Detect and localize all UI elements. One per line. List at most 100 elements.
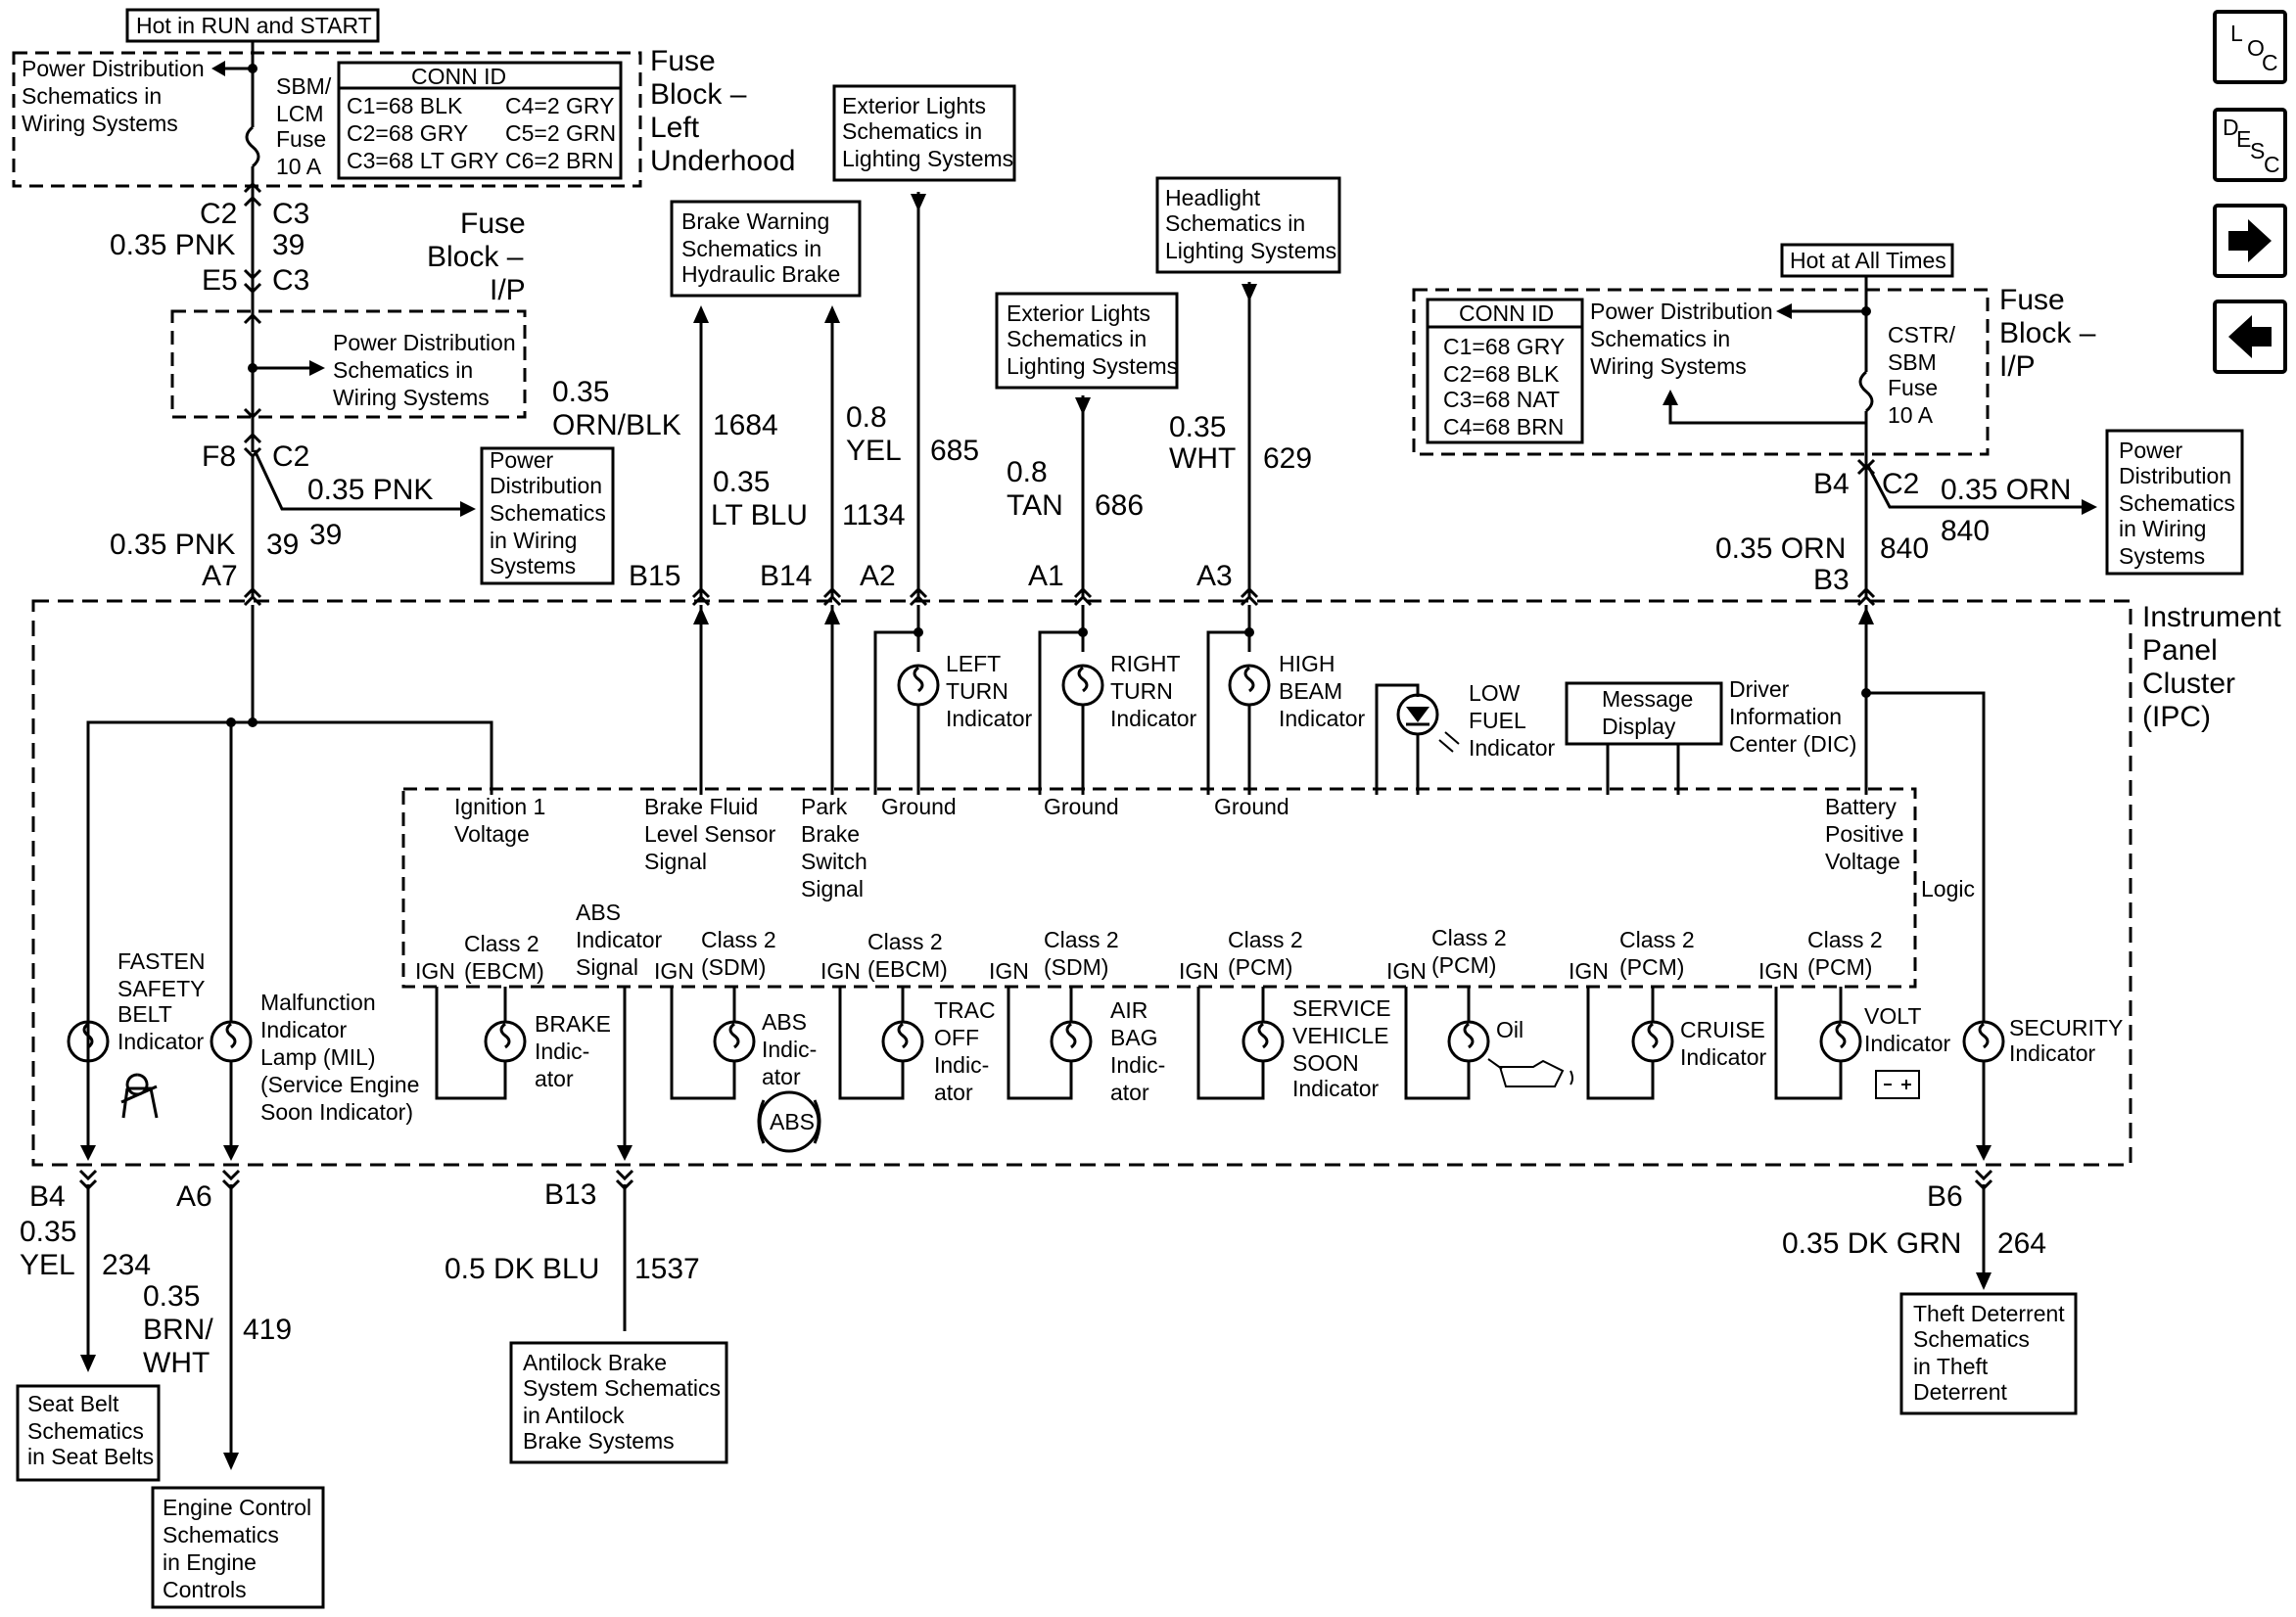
svg-text:Wiring Systems: Wiring Systems	[22, 111, 178, 136]
svg-text:C: C	[2262, 50, 2278, 75]
svg-text:0.35: 0.35	[1169, 411, 1226, 443]
svg-text:Indicator: Indicator	[946, 706, 1033, 731]
svg-text:AIR: AIR	[1110, 997, 1148, 1023]
svg-text:in Wiring: in Wiring	[2119, 516, 2206, 541]
svg-text:629: 629	[1263, 442, 1312, 475]
svg-text:CSTR/: CSTR/	[1888, 322, 1956, 347]
loc-button[interactable]: L O C	[2213, 10, 2287, 84]
svg-text:Schematics in: Schematics in	[333, 357, 473, 383]
svg-text:TURN: TURN	[1110, 678, 1173, 704]
svg-text:(SDM): (SDM)	[1044, 954, 1108, 980]
svg-text:Block –: Block –	[1999, 317, 2096, 349]
svg-text:LCM: LCM	[276, 101, 324, 126]
security-indicator	[1962, 1012, 2005, 1161]
svg-text:Antilock Brake: Antilock Brake	[523, 1350, 667, 1375]
svg-text:0.5 DK BLU: 0.5 DK BLU	[445, 1253, 599, 1285]
svg-text:Class 2: Class 2	[464, 931, 539, 956]
svg-text:C6=2 BRN: C6=2 BRN	[505, 148, 614, 173]
svg-text:Systems: Systems	[2119, 543, 2205, 569]
svg-text:SBM: SBM	[1888, 349, 1937, 375]
oil-indicator	[1404, 987, 1573, 1100]
hot-all-times-label: Hot at All Times	[1780, 243, 1954, 278]
svg-text:39: 39	[309, 519, 342, 551]
svg-text:Fuse: Fuse	[650, 45, 716, 77]
svg-text:(PCM): (PCM)	[1619, 954, 1684, 980]
ipc-module	[401, 787, 1917, 989]
svg-text:ABS: ABS	[762, 1009, 807, 1035]
svg-text:Message: Message	[1602, 686, 1693, 712]
svg-text:Information: Information	[1729, 704, 1842, 729]
svg-text:SOON: SOON	[1292, 1050, 1359, 1076]
svg-text:Indicator: Indicator	[1110, 706, 1197, 731]
svg-text:Class 2: Class 2	[1044, 927, 1119, 952]
svg-text:Panel: Panel	[2142, 634, 2218, 667]
svg-text:Fuse: Fuse	[276, 126, 326, 152]
svg-text:C3=68 NAT: C3=68 NAT	[1443, 387, 1560, 412]
svg-text:0.35 ORN: 0.35 ORN	[1715, 532, 1846, 565]
svg-text:IGN: IGN	[1569, 958, 1609, 984]
svg-text:IGN: IGN	[654, 958, 694, 984]
svg-text:39: 39	[272, 229, 305, 261]
svg-text:Theft Deterrent: Theft Deterrent	[1913, 1301, 2065, 1326]
svg-text:ator: ator	[934, 1080, 973, 1105]
svg-text:Indic-: Indic-	[1110, 1052, 1165, 1078]
svg-text:A2: A2	[860, 560, 896, 592]
svg-text:Signal: Signal	[801, 876, 864, 901]
left-turn-lamp	[897, 664, 940, 707]
svg-text:YEL: YEL	[846, 435, 902, 467]
right-turn-lamp	[1061, 664, 1104, 707]
svg-text:Schematics in: Schematics in	[1165, 210, 1305, 236]
svg-text:Schematics in: Schematics in	[1590, 326, 1730, 351]
svg-text:IGN: IGN	[1179, 958, 1219, 984]
svg-text:C2: C2	[272, 440, 309, 473]
low-fuel-led	[1375, 683, 1460, 795]
svg-text:10 A: 10 A	[1888, 402, 1934, 428]
svg-text:C1=68 BLK: C1=68 BLK	[347, 93, 463, 118]
svg-text:0.35 PNK: 0.35 PNK	[110, 229, 235, 261]
svg-text:Schematics: Schematics	[27, 1418, 144, 1444]
svg-text:(PCM): (PCM)	[1228, 954, 1292, 980]
svg-text:Cluster: Cluster	[2142, 668, 2235, 700]
svg-text:Class 2: Class 2	[867, 929, 943, 954]
next-page-button[interactable]	[2213, 204, 2287, 278]
svg-text:Center (DIC): Center (DIC)	[1729, 731, 1856, 757]
svg-text:C3: C3	[272, 198, 309, 230]
fuse-block-ip-right	[1412, 288, 1990, 456]
svg-text:1134: 1134	[842, 499, 906, 531]
svg-text:O: O	[2247, 35, 2265, 61]
message-display	[1565, 681, 1723, 795]
prev-page-button[interactable]	[2213, 300, 2287, 374]
ipc-boundary	[31, 599, 2132, 1167]
svg-text:0.35: 0.35	[143, 1280, 200, 1313]
desc-button[interactable]: D E S C	[2213, 108, 2287, 182]
svg-text:IGN: IGN	[820, 958, 861, 984]
svg-text:Display: Display	[1602, 714, 1676, 739]
svg-text:FASTEN: FASTEN	[117, 948, 205, 974]
arrow-left-icon	[2228, 315, 2272, 358]
svg-text:685: 685	[930, 435, 979, 467]
svg-text:0.35 DK GRN: 0.35 DK GRN	[1782, 1227, 1961, 1260]
fuse-block-left-underhood	[12, 51, 642, 188]
svg-text:Soon Indicator): Soon Indicator)	[260, 1099, 413, 1125]
svg-text:TRAC: TRAC	[934, 997, 996, 1023]
svg-text:0.35: 0.35	[713, 466, 770, 498]
svg-text:A7: A7	[202, 560, 238, 592]
svg-text:Block –: Block –	[427, 241, 524, 273]
svg-text:Oil: Oil	[1496, 1017, 1523, 1042]
svg-text:Distribution: Distribution	[490, 473, 602, 498]
svg-text:Controls: Controls	[163, 1577, 247, 1602]
svg-text:C2=68 BLK: C2=68 BLK	[1443, 361, 1560, 387]
svg-text:BELT: BELT	[117, 1001, 172, 1027]
svg-text:B4: B4	[1813, 468, 1850, 500]
svg-text:IGN: IGN	[989, 958, 1029, 984]
svg-text:I/P: I/P	[490, 274, 526, 306]
svg-text:in Antilock: in Antilock	[523, 1403, 625, 1428]
svg-text:Park: Park	[801, 794, 848, 819]
svg-text:Signal: Signal	[576, 954, 638, 980]
svg-text:in Theft: in Theft	[1913, 1354, 1989, 1379]
svg-text:Exterior Lights: Exterior Lights	[1007, 300, 1150, 326]
svg-text:LT BLU: LT BLU	[711, 499, 808, 531]
svg-text:Indicator: Indicator	[1469, 735, 1556, 761]
svg-text:0.8: 0.8	[846, 401, 887, 434]
svg-text:Schematics in: Schematics in	[681, 236, 821, 261]
